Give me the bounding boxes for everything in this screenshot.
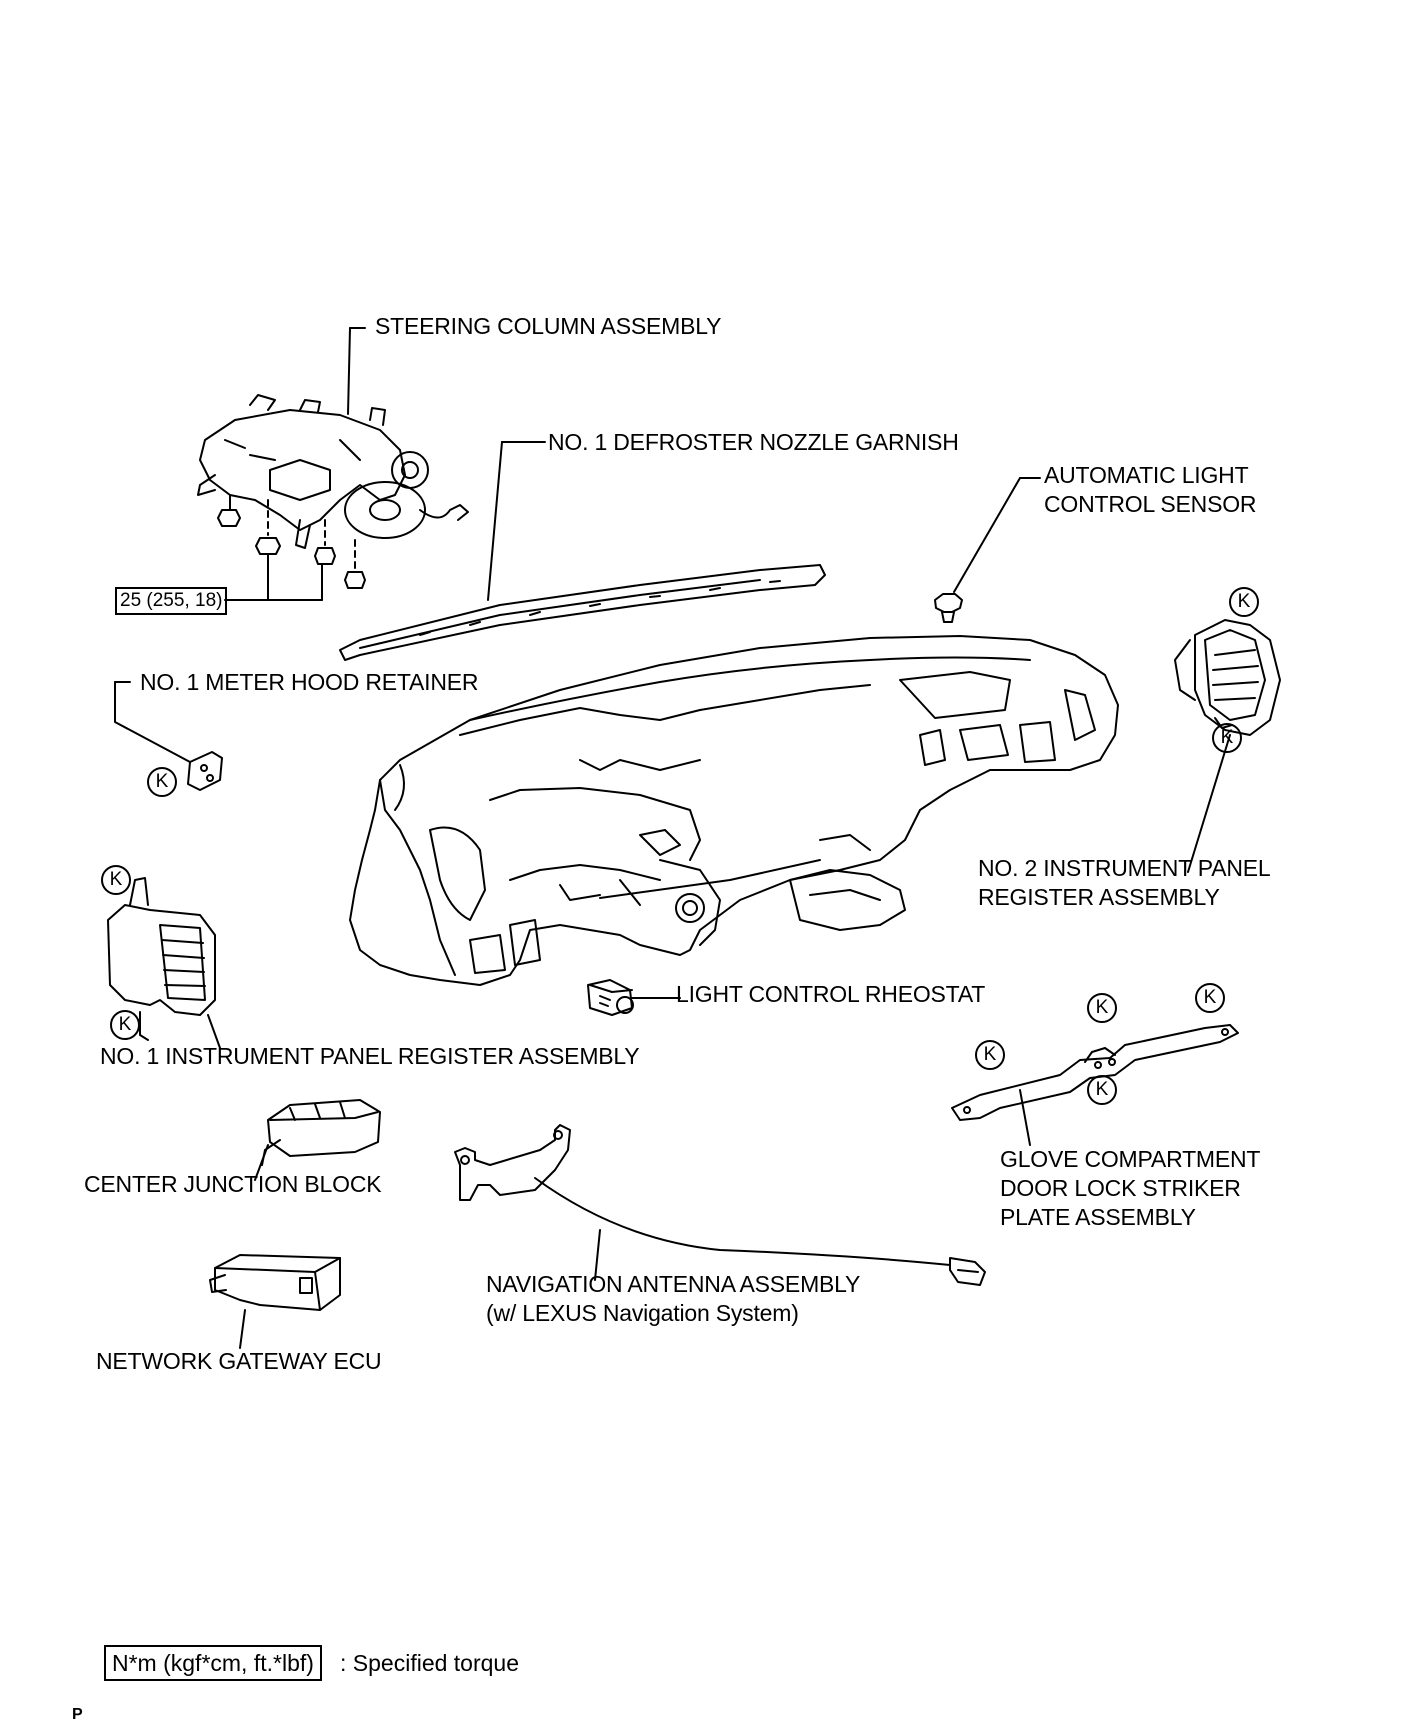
page-mark: P xyxy=(72,1706,83,1723)
label-network-gateway-ecu: NETWORK GATEWAY ECU xyxy=(96,1348,382,1374)
legend-unit-box: N*m (kgf*cm, ft.*lbf) xyxy=(104,1645,322,1681)
label-light-control-rheostat: LIGHT CONTROL RHEOSTAT xyxy=(676,981,986,1007)
glove-striker-drawing xyxy=(951,1024,1239,1146)
defroster-garnish-drawing xyxy=(339,441,826,661)
clip-marker-k: K xyxy=(1087,1075,1117,1105)
network-gateway-drawing xyxy=(209,1254,341,1349)
instrument-panel-drawing xyxy=(349,635,1119,986)
label-defroster-nozzle-garnish: NO. 1 DEFROSTER NOZZLE GARNISH xyxy=(548,429,959,455)
label-glove-striker-line2: DOOR LOCK STRIKER xyxy=(1000,1175,1241,1201)
steering-column-drawing xyxy=(197,327,469,589)
label-register-no2-line2: REGISTER ASSEMBLY xyxy=(978,884,1220,910)
label-nav-antenna-line1: NAVIGATION ANTENNA ASSEMBLY xyxy=(486,1271,861,1297)
clip-marker-k: K xyxy=(110,1010,140,1040)
torque-callout-connectors xyxy=(224,554,323,601)
meter-hood-retainer-drawing xyxy=(114,681,223,791)
nav-antenna-drawing xyxy=(454,1124,986,1286)
clip-marker-k: K xyxy=(1229,587,1259,617)
torque-spec-box: 25 (255, 18) xyxy=(115,587,228,615)
label-register-no1: NO. 1 INSTRUMENT PANEL REGISTER ASSEMBLY xyxy=(100,1043,640,1069)
register-no1-drawing xyxy=(107,877,221,1049)
center-junction-drawing xyxy=(254,1099,381,1181)
register-no2-drawing xyxy=(1174,619,1281,873)
label-nav-antenna-line2: (w/ LEXUS Navigation System) xyxy=(486,1300,799,1326)
clip-marker-k: K xyxy=(1212,723,1242,753)
light-rheostat-drawing xyxy=(587,979,681,1016)
label-glove-striker-line3: PLATE ASSEMBLY xyxy=(1000,1204,1196,1230)
label-auto-light-sensor-line2: CONTROL SENSOR xyxy=(1044,491,1257,517)
label-meter-hood-retainer: NO. 1 METER HOOD RETAINER xyxy=(140,669,479,695)
auto-light-sensor-drawing xyxy=(934,477,1041,623)
label-auto-light-sensor-line1: AUTOMATIC LIGHT xyxy=(1044,462,1249,488)
legend-description: : Specified torque xyxy=(340,1650,520,1676)
clip-marker-k: K xyxy=(1195,983,1225,1013)
clip-marker-k: K xyxy=(101,865,131,895)
clip-marker-k: K xyxy=(975,1040,1005,1070)
clip-marker-k: K xyxy=(1087,993,1117,1023)
label-register-no2-line1: NO. 2 INSTRUMENT PANEL xyxy=(978,855,1271,881)
label-center-junction-block: CENTER JUNCTION BLOCK xyxy=(84,1171,382,1197)
clip-marker-k: K xyxy=(147,767,177,797)
label-glove-striker-line1: GLOVE COMPARTMENT xyxy=(1000,1146,1261,1172)
label-steering-column-assembly: STEERING COLUMN ASSEMBLY xyxy=(375,313,722,339)
